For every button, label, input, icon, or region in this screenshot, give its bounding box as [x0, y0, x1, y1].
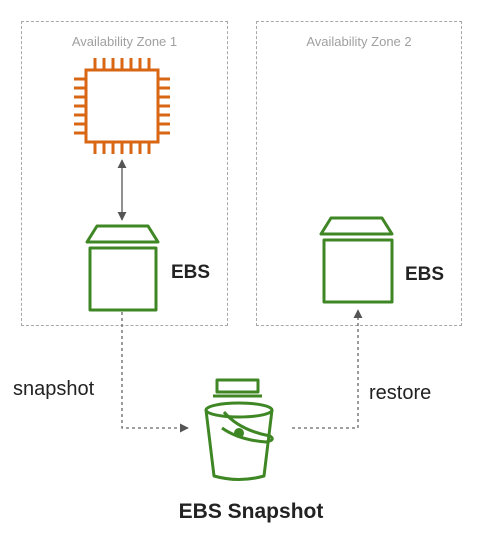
snapshot-connector — [121, 312, 189, 433]
snapshot-title: EBS Snapshot — [178, 500, 324, 523]
restore-label: restore — [369, 382, 432, 404]
ebs-volume-icon — [85, 224, 160, 312]
ebs-label-zone-2: EBS — [405, 264, 445, 285]
availability-zone-2: Availability Zone 2 — [256, 21, 462, 326]
zone-2-label: Availability Zone 2 — [306, 34, 412, 49]
ebs-label-zone-1: EBS — [171, 262, 211, 283]
snapshot-label: snapshot — [13, 378, 95, 400]
ebs-volume-icon — [319, 216, 394, 304]
s3-bucket-snapshot-icon — [204, 378, 274, 481]
ec2-chip-icon — [74, 58, 170, 154]
restore-connector — [292, 309, 363, 429]
availability-zone-1: Availability Zone 1 — [21, 21, 228, 326]
zone-1-label: Availability Zone 1 — [71, 34, 178, 49]
